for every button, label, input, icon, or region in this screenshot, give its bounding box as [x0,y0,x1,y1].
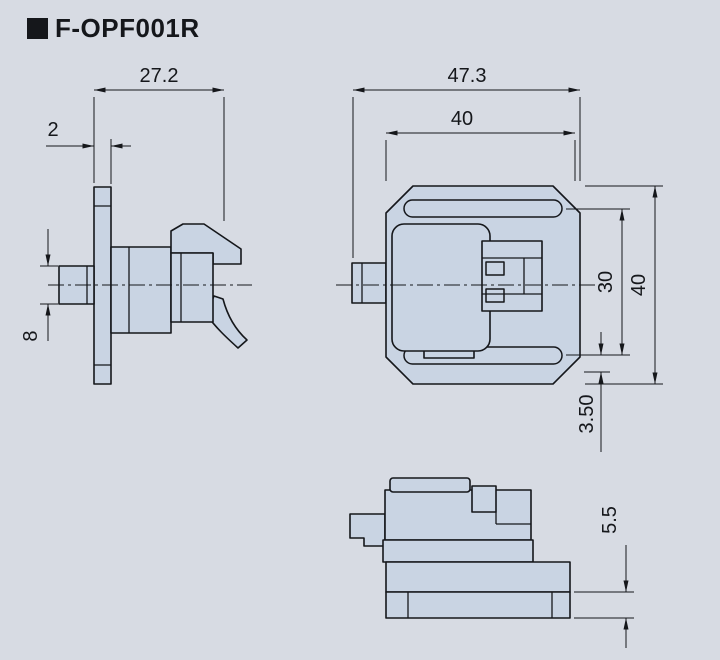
front-center-body [391,223,491,352]
bottom-left-tab [349,513,386,547]
bottom-view: 5.5 [349,477,634,648]
dim-front-slot-offset: 3.50 [576,395,598,434]
dim-front-slot-spacing: 30 [595,271,617,293]
front-screw-top [485,261,505,276]
bottom-base-slab [385,591,571,619]
dim-side-flange-thickness: 2 [47,119,58,141]
dim-front-body-width: 40 [451,108,473,130]
bottom-upper-body [384,489,532,541]
side-clamp-body [170,252,214,323]
bottom-small-block [471,485,497,513]
black-square-icon [27,18,48,39]
bottom-base [385,561,571,593]
title-block: F-OPF001R [27,13,200,44]
dim-side-overall-width: 27.2 [140,65,179,87]
part-number-title: F-OPF001R [55,13,200,43]
front-left-tab [351,262,387,304]
side-lever [205,295,248,349]
side-view: 27.2 2 8 [20,65,252,385]
front-slot-top [403,199,563,218]
dim-bottom-base-thickness: 5.5 [599,506,621,534]
dim-front-overall-width: 47.3 [448,65,487,87]
dim-side-shaft-height: 8 [20,330,42,341]
front-right-extension [481,240,543,312]
front-screw-bottom [485,288,505,303]
dim-front-body-height: 40 [628,274,650,296]
bottom-top-cap [389,477,471,493]
side-body [110,246,172,334]
bottom-mid-body [382,539,534,563]
front-view: 47.3 40 30 40 3.50 [336,65,663,452]
